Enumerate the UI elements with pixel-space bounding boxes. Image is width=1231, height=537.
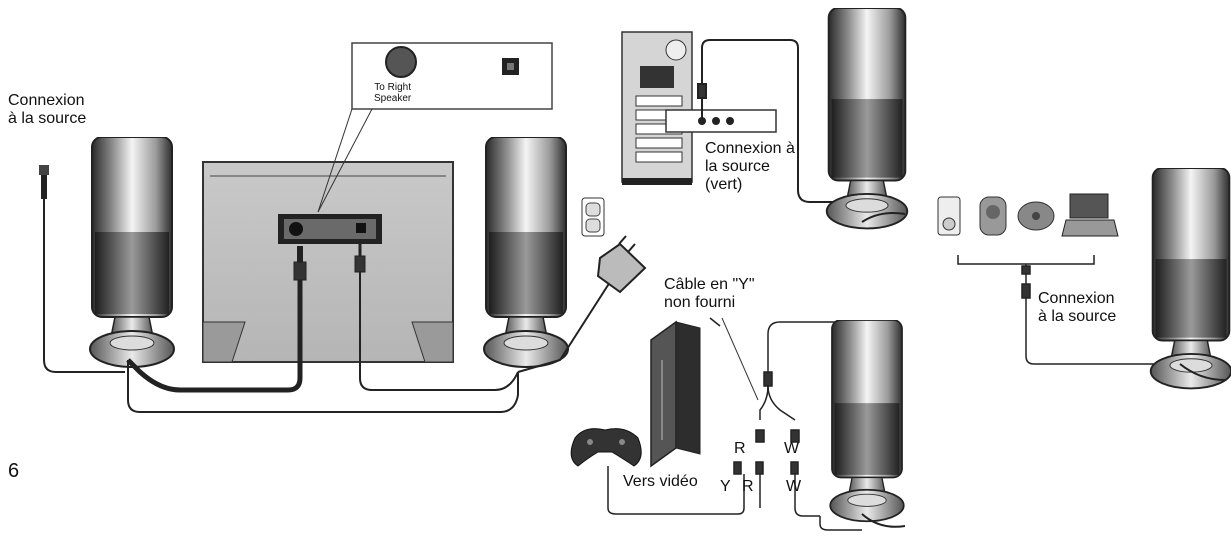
subwoofer: [202, 161, 454, 363]
y-cable: [607, 317, 862, 531]
pc-tower: [621, 31, 777, 185]
source-connection-label-pc: Connexion à la source (vert): [705, 140, 795, 193]
to-video-label: Vers vidéo: [623, 473, 698, 490]
source-plug-left: [39, 165, 125, 373]
page-number: 6: [8, 460, 20, 482]
speaker-cables: [126, 244, 611, 413]
plug-w-bottom-label: W: [786, 478, 802, 495]
plug-r-top-label: R: [734, 440, 746, 457]
plug-r-bottom-label: R: [742, 478, 754, 495]
left-speaker: [89, 137, 175, 368]
source-connection-label-right: Connexion à la source: [1038, 290, 1117, 325]
wall-outlet: [581, 197, 605, 237]
y-cable-label: Câble en "Y" non fourni: [664, 276, 755, 311]
plug-w-top-label: W: [784, 440, 800, 457]
portable-speaker: [1149, 168, 1231, 390]
console-speaker: [829, 320, 905, 523]
plug-y-label: Y: [720, 478, 731, 495]
game-controller: [570, 428, 642, 467]
right-speaker: [483, 137, 569, 368]
source-connection-label-left: Connexion à la source: [8, 92, 87, 127]
portable-devices: [937, 193, 1119, 237]
to-right-speaker-label: To Right Speaker: [374, 82, 412, 104]
zoom-callout-panel: [317, 42, 553, 213]
portable-cable: [957, 255, 1180, 365]
game-console: [650, 320, 701, 468]
power-adapter: [596, 235, 647, 294]
pc-speaker: [825, 8, 909, 230]
